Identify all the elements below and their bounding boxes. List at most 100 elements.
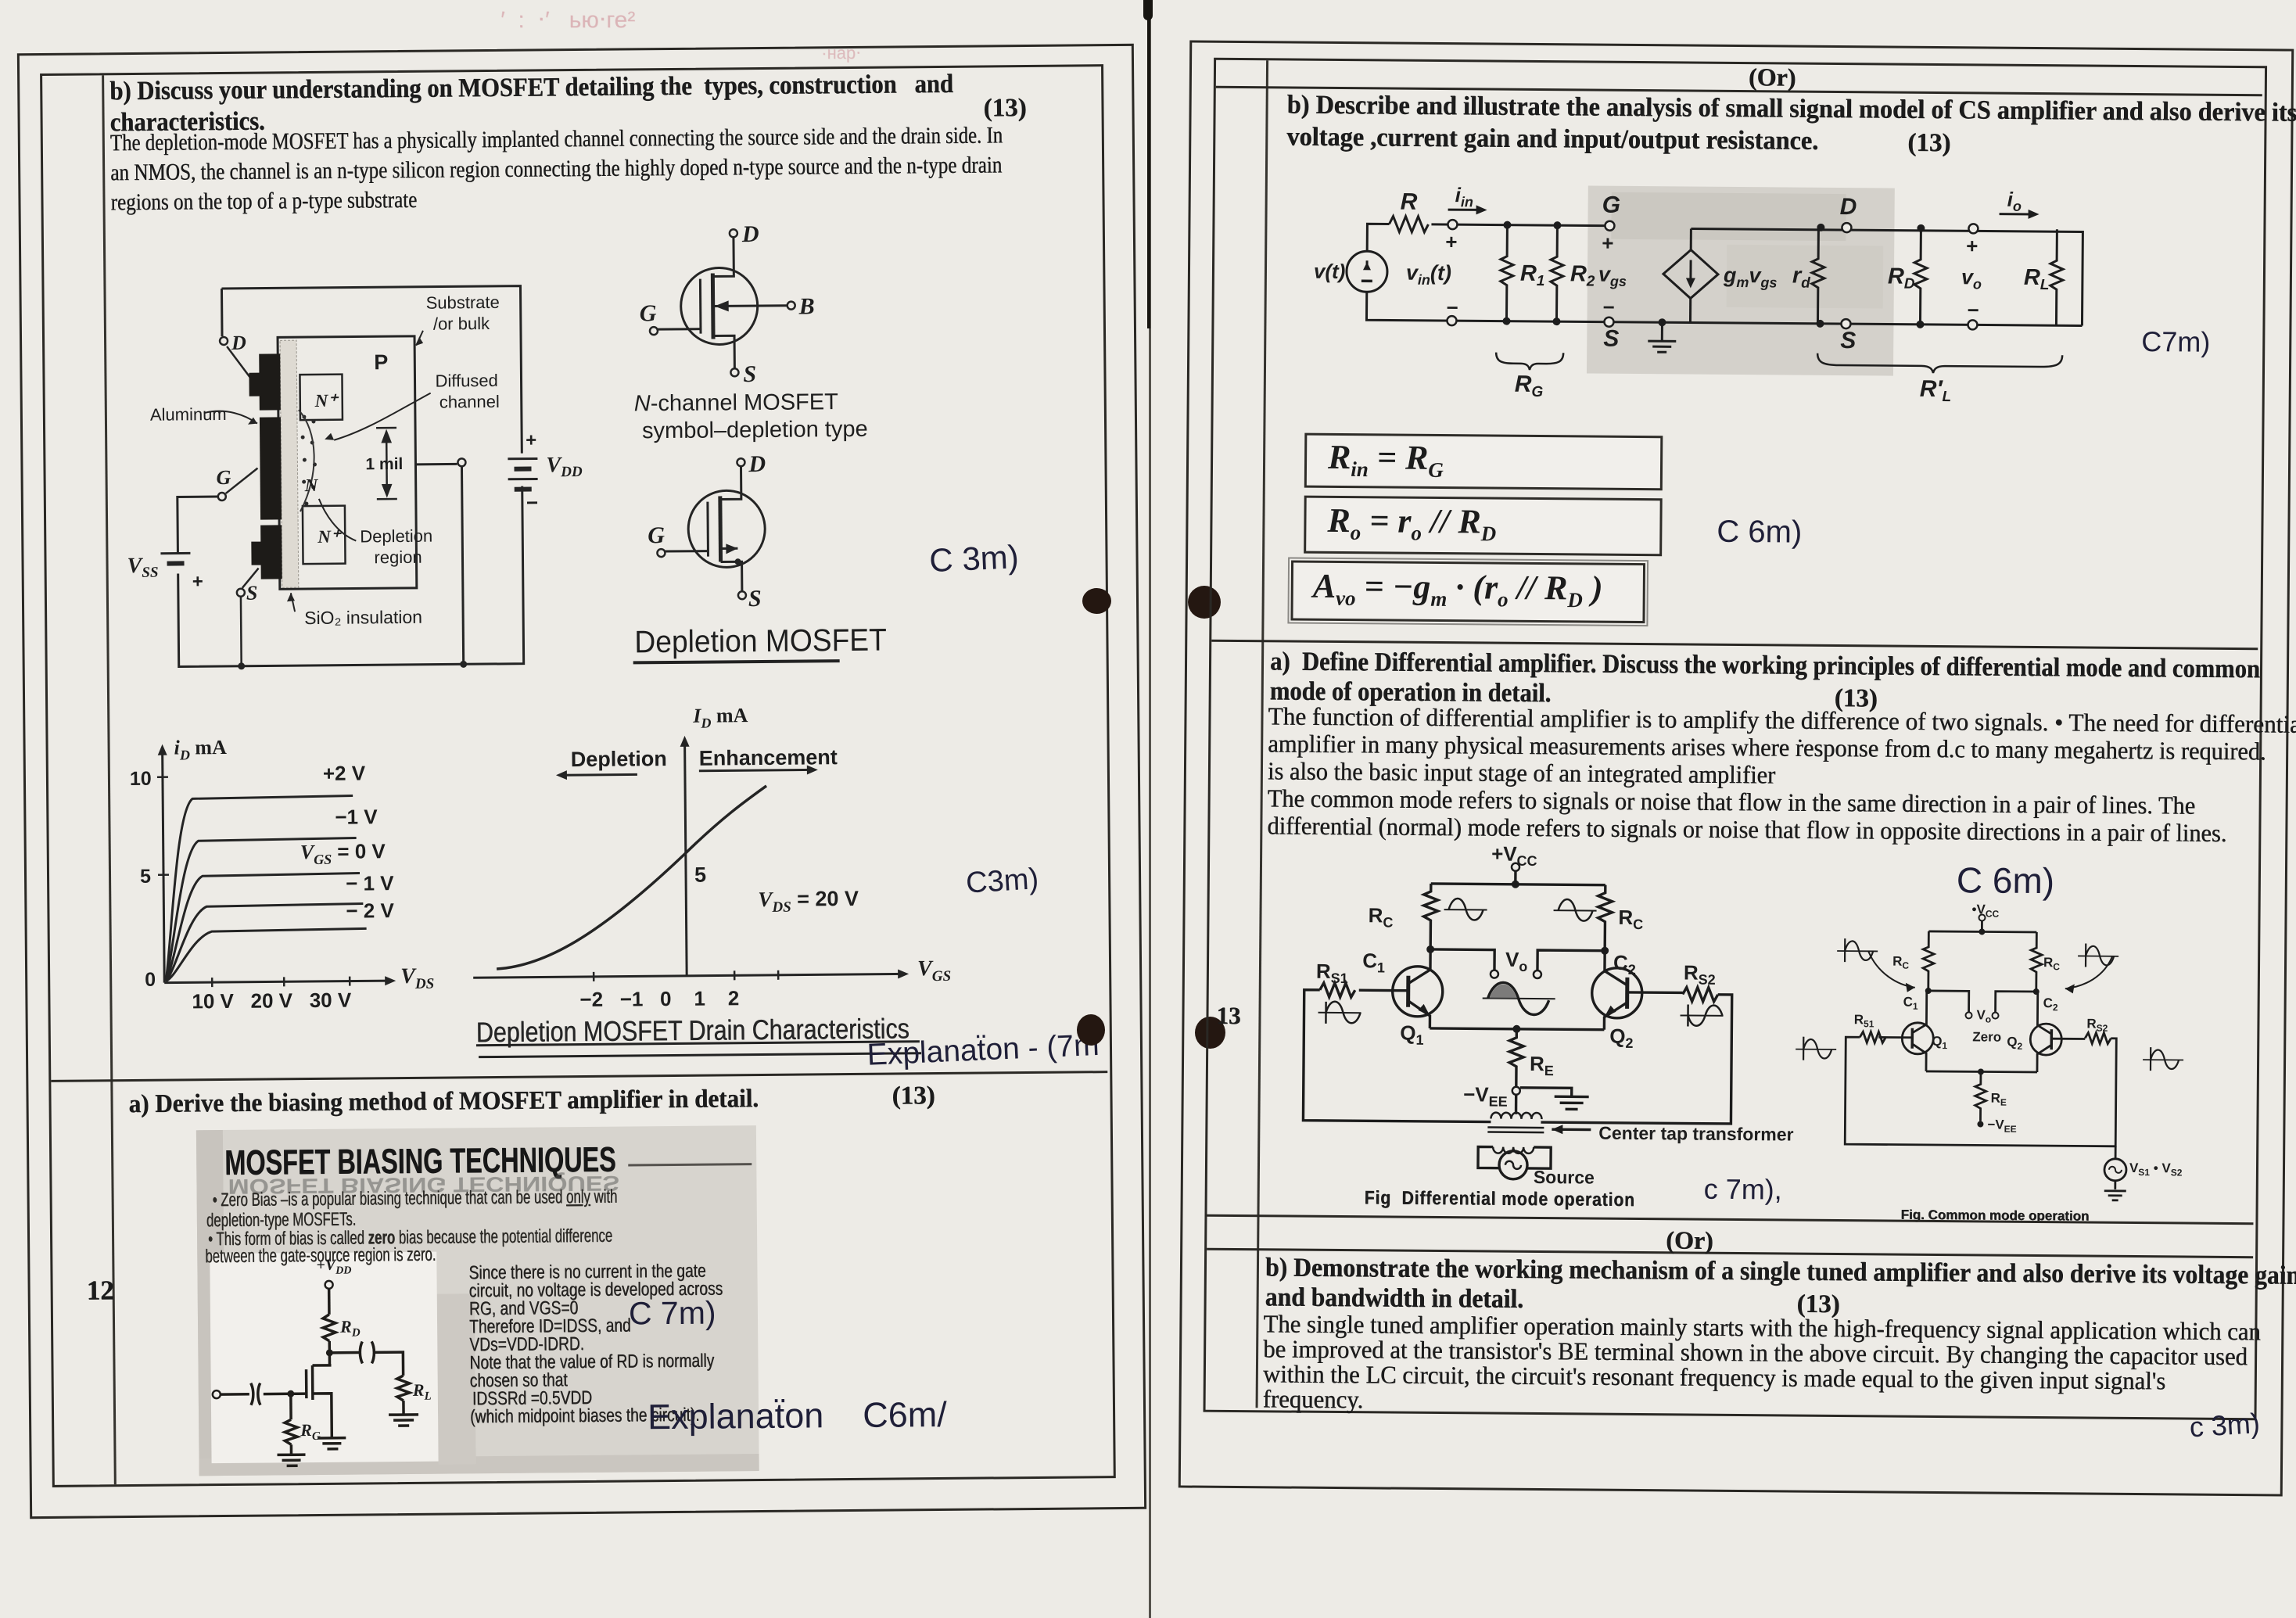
svg-text:S: S [246, 582, 258, 605]
svg-text:R1: R1 [1520, 261, 1545, 289]
svg-text:S: S [1603, 326, 1619, 352]
svg-text:RC: RC [2043, 955, 2060, 972]
svg-text:Depletion MOSFET: Depletion MOSFET [634, 622, 887, 659]
svg-text:+: + [1966, 234, 1978, 257]
svg-text:+: + [526, 429, 536, 450]
svg-text:5: 5 [140, 866, 151, 888]
svg-text:−: − [1967, 298, 1979, 321]
svg-text:N⁺: N⁺ [317, 527, 343, 547]
svg-text:−2 −1 0 1 2: −2 −1 0 1 2 [579, 986, 739, 1011]
svg-text:/or bulk: /or bulk [433, 314, 490, 334]
svg-text:RG: RG [300, 1420, 321, 1443]
svg-text:P: P [374, 350, 388, 374]
svg-text:1 mil: 1 mil [365, 455, 403, 473]
svg-text:D: D [231, 332, 246, 354]
svg-text:S: S [743, 361, 756, 387]
svg-text:R: R [1401, 189, 1418, 215]
svg-text:D: D [741, 221, 759, 247]
svg-text:Source: Source [1534, 1167, 1595, 1188]
svg-text:channel: channel [439, 392, 500, 412]
svg-text:R2: R2 [1570, 261, 1595, 289]
svg-text:Depletion: Depletion [360, 526, 432, 547]
svg-text:−: − [1447, 296, 1458, 319]
svg-text:iin: iin [1455, 183, 1474, 210]
svg-text:Zero: Zero [1972, 1029, 2001, 1044]
svg-text:+VDD: +VDD [316, 1257, 351, 1277]
svg-text:RD: RD [339, 1316, 361, 1339]
svg-text:VSS: VSS [127, 554, 158, 581]
svg-text:Q1: Q1 [1932, 1034, 1947, 1051]
svg-text:D: D [748, 451, 766, 477]
svg-text:10 V 20 V 30 V: 10 V 20 V 30 V [192, 988, 352, 1013]
svg-text:Q2: Q2 [2007, 1035, 2022, 1052]
svg-text:R′L: R′L [1920, 376, 1952, 405]
svg-text:+VCC: +VCC [1491, 842, 1537, 869]
svg-text:VDS = 20 V: VDS = 20 V [758, 887, 859, 916]
svg-text:S: S [748, 586, 762, 612]
svg-text:+2 V: +2 V [323, 761, 366, 784]
svg-text:RG: RG [1515, 371, 1544, 400]
svg-text:RS2: RS2 [2086, 1017, 2108, 1034]
svg-text:ID mA: ID mA [692, 704, 748, 731]
svg-text:RC: RC [1369, 903, 1394, 930]
svg-text:VDD: VDD [546, 453, 583, 480]
svg-text:10: 10 [130, 768, 152, 790]
svg-text:G: G [640, 300, 657, 326]
svg-text:+: + [1445, 230, 1457, 253]
svg-text:0: 0 [145, 969, 156, 991]
svg-text:RS2: RS2 [1684, 960, 1716, 987]
svg-text:RC: RC [1618, 906, 1643, 932]
svg-text:v(t): v(t) [1314, 260, 1346, 283]
svg-text:iD mA: iD mA [174, 736, 227, 763]
svg-text:gmvgs: gmvgs [1723, 264, 1778, 291]
svg-text:− 2 V: − 2 V [346, 899, 394, 923]
svg-text:G: G [648, 522, 665, 548]
svg-text:G: G [1602, 192, 1621, 218]
svg-text:VS1 • VS2: VS1 • VS2 [2129, 1161, 2183, 1179]
svg-text:Vo: Vo [1505, 948, 1528, 974]
svg-text:−1 V: −1 V [335, 805, 378, 828]
svg-text:D: D [1840, 194, 1857, 220]
svg-text:Center tap transformer: Center tap transformer [1598, 1123, 1793, 1145]
svg-text:SiO₂ insulation: SiO₂ insulation [304, 607, 422, 628]
svg-text:+: + [192, 571, 203, 592]
svg-text:Q2: Q2 [1609, 1024, 1634, 1051]
svg-text:RS1: RS1 [1316, 960, 1348, 986]
svg-text:N-channel MOSFET: N-channel MOSFET [634, 389, 839, 416]
svg-text:C1: C1 [1362, 949, 1385, 975]
svg-text:region: region [374, 547, 422, 568]
svg-text:•VCC: •VCC [1971, 902, 1999, 919]
svg-text:Enhancement: Enhancement [699, 745, 838, 770]
svg-text:io: io [2007, 188, 2022, 214]
svg-text:−: − [526, 490, 538, 514]
svg-text:Aluminum: Aluminum [150, 404, 227, 425]
svg-text:VDS: VDS [400, 964, 434, 992]
svg-text:vin(t): vin(t) [1406, 261, 1451, 288]
svg-text:Diffused: Diffused [435, 371, 498, 391]
svg-text:−: − [1603, 296, 1615, 319]
svg-text:RE: RE [1991, 1091, 2007, 1108]
svg-text:C2: C2 [1613, 951, 1636, 978]
svg-text:RD: RD [1888, 264, 1915, 292]
svg-text:− 1 V: − 1 V [346, 871, 394, 895]
svg-text:B: B [798, 293, 815, 319]
svg-text:Depletion: Depletion [571, 747, 667, 771]
svg-text:−VEE: −VEE [1987, 1118, 2016, 1135]
svg-text:RC: RC [1892, 954, 1909, 971]
svg-text:N⁺: N⁺ [314, 391, 340, 411]
svg-text:G: G [216, 466, 231, 489]
svg-text:C2: C2 [2043, 996, 2058, 1013]
svg-text:C1: C1 [1903, 995, 1918, 1012]
svg-text:VGS = 0 V: VGS = 0 V [300, 839, 386, 867]
svg-text:vo: vo [1961, 265, 1982, 292]
svg-text:symbol–depletion type: symbol–depletion type [642, 417, 868, 444]
svg-text:5: 5 [694, 863, 706, 887]
svg-text:RE: RE [1530, 1052, 1554, 1078]
svg-text:−VEE: −VEE [1463, 1082, 1508, 1109]
svg-text:Vo: Vo [1976, 1007, 1991, 1024]
svg-text:S: S [1840, 328, 1856, 353]
svg-text:+: + [1602, 231, 1613, 255]
svg-text:RL: RL [2024, 265, 2050, 293]
svg-text:R51: R51 [1854, 1012, 1874, 1029]
svg-text:RL: RL [412, 1380, 432, 1403]
